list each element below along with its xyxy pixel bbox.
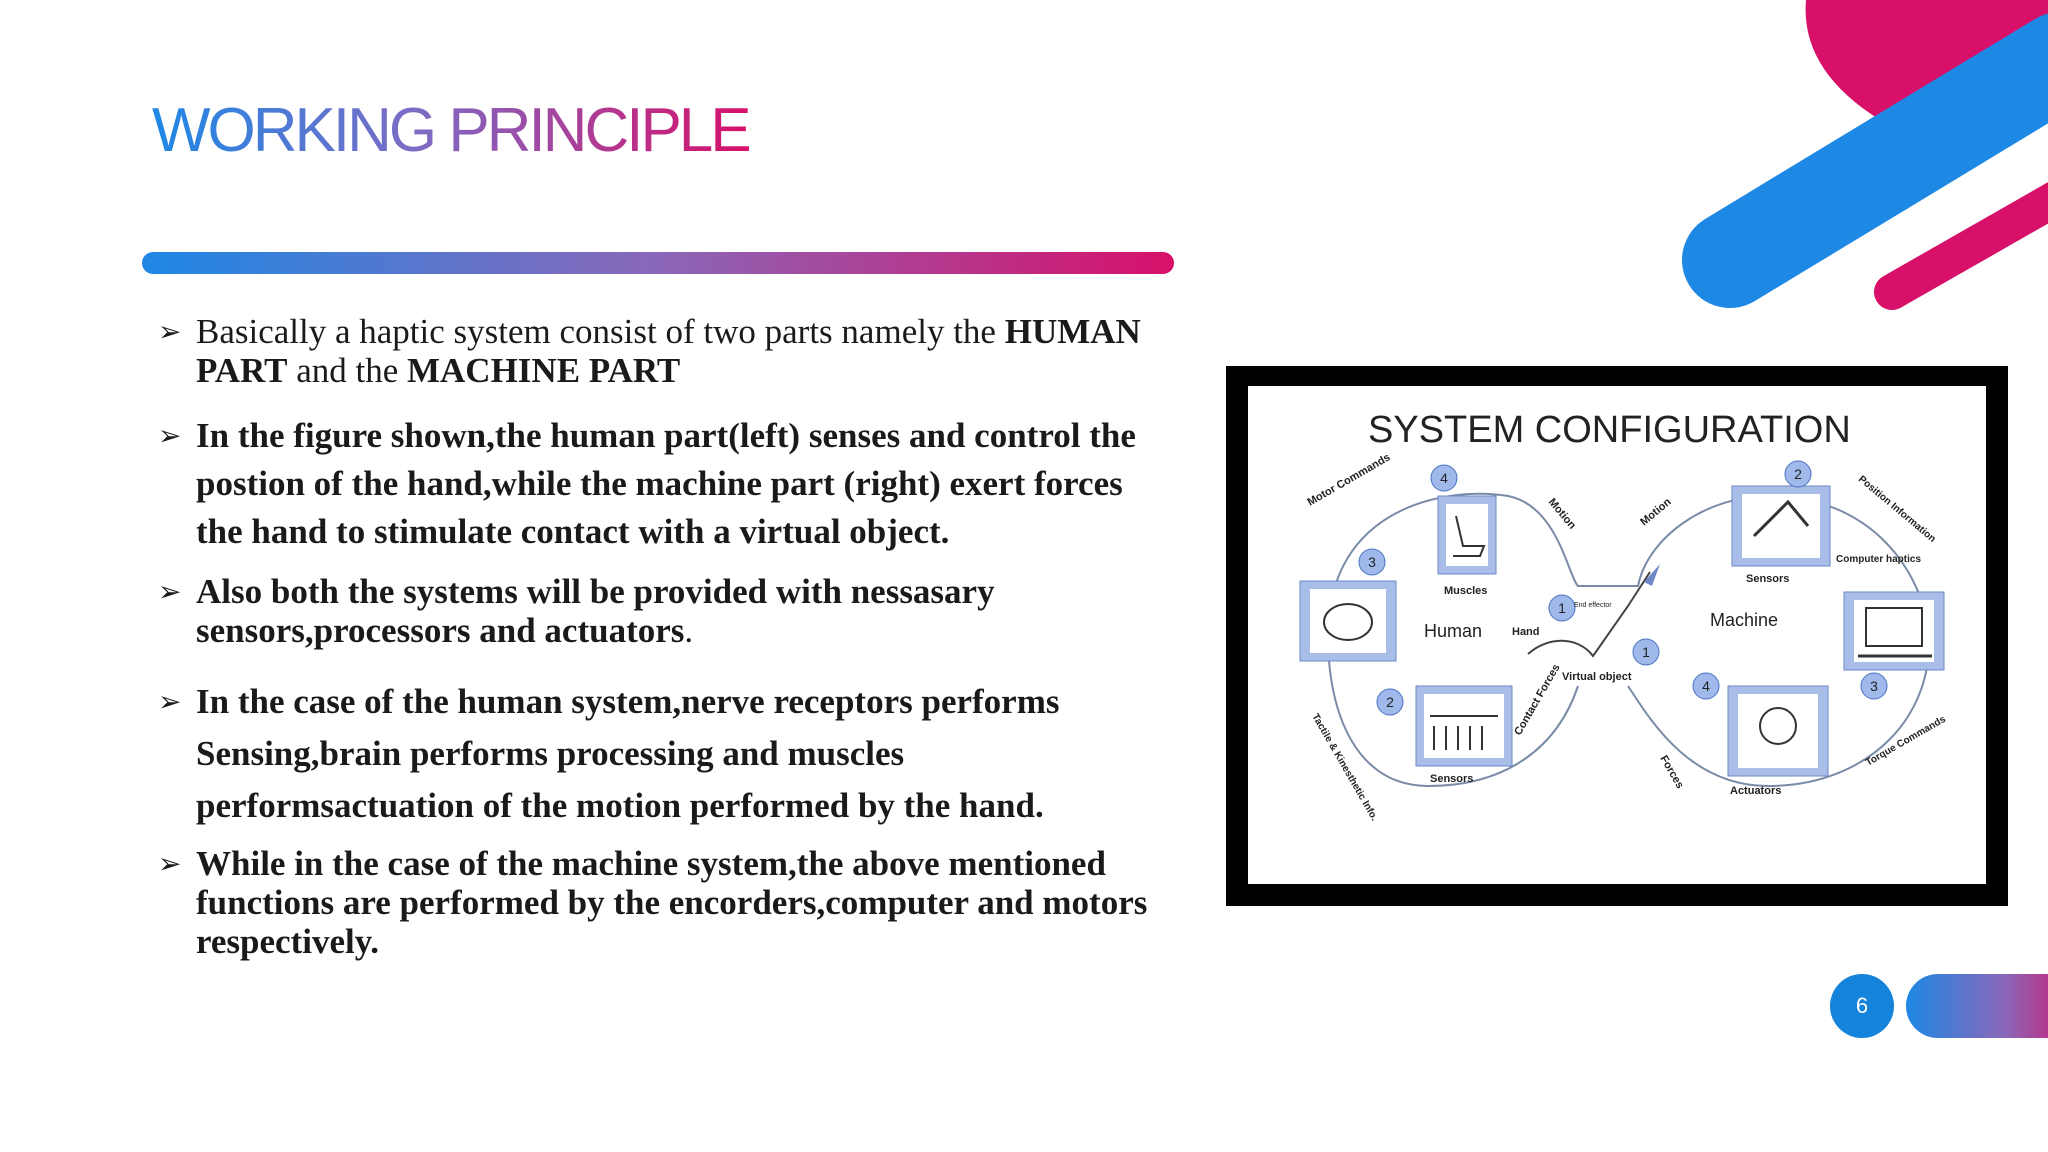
bullet-item: ➢ In the case of the human system,nerve … <box>158 676 1158 832</box>
svg-text:Forces: Forces <box>1657 754 1685 791</box>
svg-text:2: 2 <box>1794 466 1802 482</box>
bullet-list: ➢ Basically a haptic system consist of t… <box>158 312 1158 961</box>
svg-text:Actuators: Actuators <box>1730 785 1781 797</box>
arrow-bullet-icon: ➢ <box>158 315 182 348</box>
motor-icon <box>1759 707 1797 745</box>
svg-text:Computer haptics: Computer haptics <box>1836 554 1921 565</box>
bullet-text: . <box>684 611 694 650</box>
svg-text:Motion: Motion <box>1638 496 1674 529</box>
bullet-text-bold: In the case of the human system,nerve re… <box>196 682 1060 825</box>
svg-text:Hand: Hand <box>1512 626 1540 638</box>
figure-title: SYSTEM CONFIGURATION <box>1368 409 1851 451</box>
svg-text:3: 3 <box>1870 678 1878 694</box>
bullet-text: and the <box>287 351 407 390</box>
arm-icon <box>1453 515 1486 557</box>
page-number-pill-decoration <box>1906 974 2048 1038</box>
svg-text:Sensors: Sensors <box>1746 573 1789 585</box>
svg-text:End effector: End effector <box>1574 602 1612 609</box>
svg-text:4: 4 <box>1440 470 1448 486</box>
title-underline-bar <box>142 252 1174 274</box>
step-markers: 4 3 2 1 2 1 3 4 <box>1358 460 1888 716</box>
robot-arm-icon <box>1752 499 1810 538</box>
svg-text:1: 1 <box>1558 600 1566 616</box>
laptop-icon <box>1865 607 1923 647</box>
blue-diagonal-stripe <box>1682 13 2048 308</box>
svg-text:3: 3 <box>1368 554 1376 570</box>
bullet-item: ➢ Basically a haptic system consist of t… <box>158 312 1158 390</box>
bullet-text-bold: HUMAN PART <box>196 312 1141 390</box>
svg-text:Position Information: Position Information <box>1856 474 1938 545</box>
svg-text:Motor Commands: Motor Commands <box>1306 451 1393 508</box>
magenta-diagonal-stripe <box>1874 182 2048 310</box>
system-configuration-diagram: SYSTEM CONFIGURATION 4 3 2 1 2 1 3 4 Mot… <box>1299 409 1948 823</box>
svg-text:2: 2 <box>1386 694 1394 710</box>
arrow-bullet-icon: ➢ <box>158 419 182 452</box>
end-effector-icon <box>1644 564 1660 586</box>
svg-text:Torque Commands: Torque Commands <box>1864 714 1948 769</box>
bullet-text-bold: While in the case of the machine system,… <box>196 844 1148 961</box>
svg-text:Contact Forces: Contact Forces <box>1512 662 1562 737</box>
skin-receptor-icon <box>1430 715 1498 750</box>
svg-text:Muscles: Muscles <box>1444 585 1487 597</box>
svg-text:Machine: Machine <box>1710 610 1778 630</box>
svg-text:Human: Human <box>1424 621 1482 641</box>
hand-sketch-icon <box>1527 571 1651 658</box>
svg-text:Sensors: Sensors <box>1430 773 1473 785</box>
brain-icon <box>1323 603 1373 641</box>
bullet-text-bold: In the figure shown,the human part(left)… <box>196 416 1136 551</box>
bullet-item: ➢ In the figure shown,the human part(lef… <box>158 412 1158 556</box>
bullet-text-bold: Also both the systems will be provided w… <box>196 572 995 650</box>
bullet-item: ➢ Also both the systems will be provided… <box>158 572 1158 650</box>
bullet-item: ➢ While in the case of the machine syste… <box>158 844 1158 961</box>
svg-text:1: 1 <box>1642 644 1650 660</box>
svg-text:Virtual object: Virtual object <box>1562 671 1632 683</box>
arrow-bullet-icon: ➢ <box>158 847 182 880</box>
slide-title: WORKING PRINCIPLE <box>152 96 752 165</box>
bullet-text: Basically a haptic system consist of two… <box>196 312 1005 351</box>
svg-text:4: 4 <box>1702 678 1710 694</box>
bullet-text-bold: MACHINE PART <box>407 351 681 390</box>
arrow-bullet-icon: ➢ <box>158 685 182 718</box>
page-number-badge: 6 <box>1830 974 1894 1038</box>
arrow-bullet-icon: ➢ <box>158 575 182 608</box>
